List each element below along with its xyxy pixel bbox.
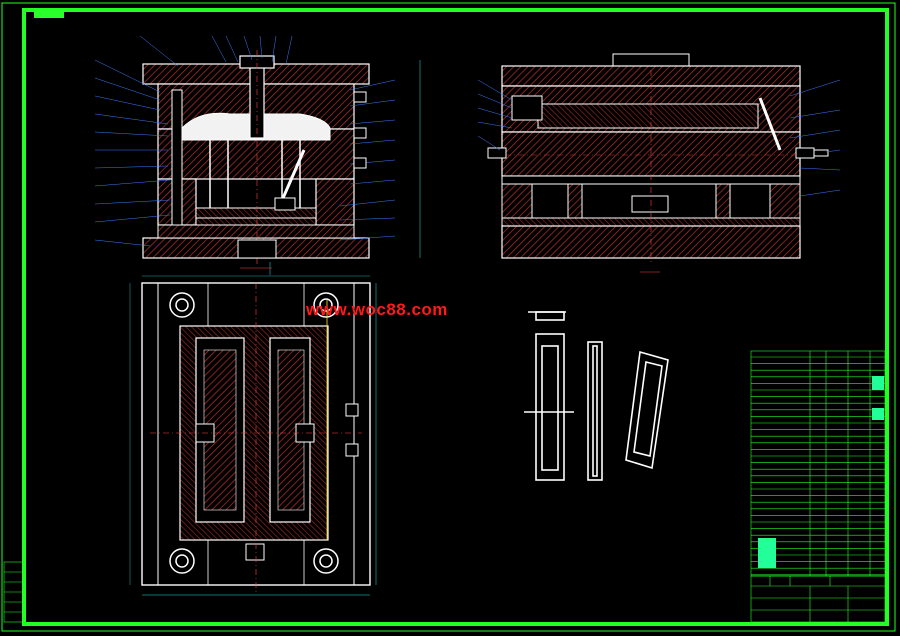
watermark-text: www.woc88.com xyxy=(306,300,448,319)
left-margin-stamp xyxy=(3,561,24,623)
drawing-frame-inner xyxy=(22,8,889,626)
title-block xyxy=(750,575,886,623)
side-section-view xyxy=(477,53,841,273)
layer-indicator xyxy=(34,10,64,18)
bill-of-materials-table xyxy=(750,350,886,577)
part-isometric-view xyxy=(524,311,669,481)
front-section-view xyxy=(94,35,421,275)
plan-view xyxy=(129,275,377,596)
